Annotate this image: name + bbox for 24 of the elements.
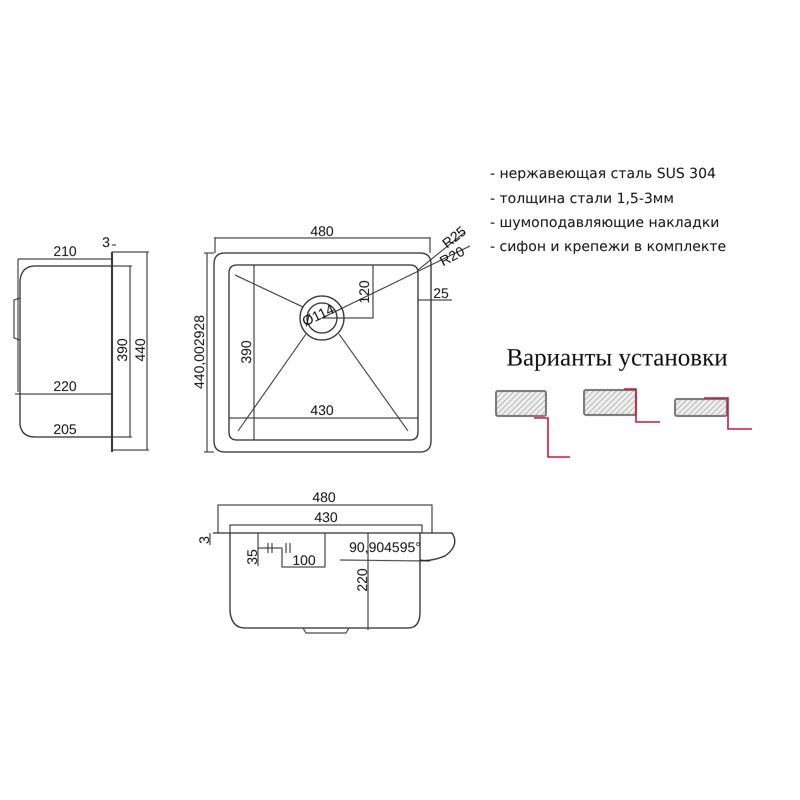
bullet-point: - шумоподавляющие накладки (490, 216, 720, 230)
dimension-label: 205 (53, 422, 77, 436)
dimension-label: 210 (53, 244, 77, 258)
bullet-point: - толщина стали 1,5-3мм (490, 192, 674, 206)
dimension-label: 220 (53, 379, 77, 393)
dimension-label: 35 (245, 549, 259, 565)
dimension-label: 390 (239, 340, 253, 364)
dimension-label: 430 (310, 403, 334, 417)
dimension-label: 480 (312, 490, 336, 504)
dimension-label: 430 (314, 510, 338, 524)
dimension-label: 3 (102, 235, 110, 249)
dimension-label: 3 (197, 536, 211, 544)
dimension-label: 440 (133, 338, 147, 362)
dimension-label: 440,002928 (192, 315, 206, 389)
dimension-label: 100 (292, 553, 316, 567)
dimension-label: Ø114 (300, 302, 336, 328)
dimension-label: 25 (433, 286, 449, 300)
dimension-label: 120 (357, 280, 371, 304)
dimension-label: 390 (115, 338, 129, 362)
dimension-label: 480 (310, 224, 334, 238)
dimension-label: 220 (355, 568, 369, 592)
bullet-point: - сифон и крепежи в комплекте (490, 240, 726, 254)
section-heading: Варианты установки (506, 346, 728, 370)
bullet-point: - нержавеющая сталь SUS 304 (490, 167, 716, 181)
